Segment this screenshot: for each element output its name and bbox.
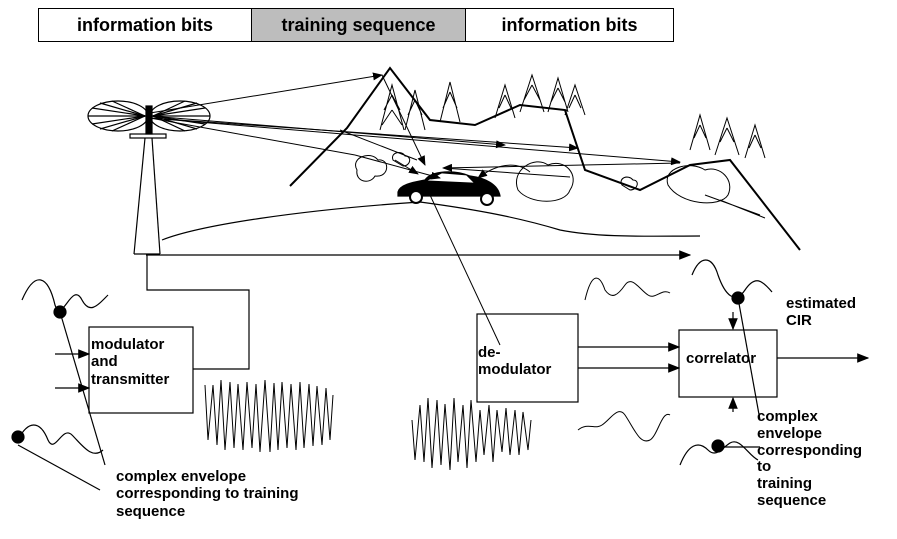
antenna-tower <box>129 133 167 255</box>
pine-trees <box>379 73 766 159</box>
tx-envelope-pointer <box>17 444 101 491</box>
frame-segment-training-sequence: training sequence <box>252 9 466 41</box>
frame-segment-info-bits-1: information bits <box>39 9 252 41</box>
multipath-rays <box>149 72 681 180</box>
received-waveform <box>411 397 532 471</box>
car-icon <box>397 171 501 206</box>
estimated-cir-label: estimated CIR <box>786 295 857 330</box>
ground-line <box>161 201 701 241</box>
demodulator-label: de- modulator <box>478 344 552 379</box>
rx-envelope-label: complex envelope corresponding to traini… <box>757 408 863 509</box>
rx-waveform-2 <box>577 411 671 442</box>
modulated-carrier-waveform <box>204 379 334 453</box>
car-to-demod-line <box>429 194 501 346</box>
cir-waveform <box>691 259 773 298</box>
frame-segment-info-bits-2: information bits <box>501 14 638 35</box>
tx-envelope-waveform <box>17 424 104 454</box>
tx-training-waveform <box>21 279 109 311</box>
rx-envelope-dot <box>711 439 725 453</box>
tx-envelope-dot <box>11 430 25 444</box>
mountain-ridge <box>289 66 801 251</box>
burst-frame: information bits training sequence infor… <box>38 8 674 42</box>
antenna-icon <box>87 100 211 135</box>
rx-waveform-1 <box>584 277 671 301</box>
modulator-label: modulator and transmitter <box>91 336 170 388</box>
tx-pointer-line <box>59 311 106 466</box>
correlator-label: correlator <box>686 350 757 367</box>
tx-envelope-label: complex envelope corresponding to traini… <box>116 468 299 520</box>
bushes <box>355 152 766 219</box>
demodulator-block <box>476 313 579 403</box>
tower-to-tx-line <box>146 255 250 370</box>
cir-pointer-line <box>737 297 761 421</box>
modulator-block <box>88 326 194 414</box>
